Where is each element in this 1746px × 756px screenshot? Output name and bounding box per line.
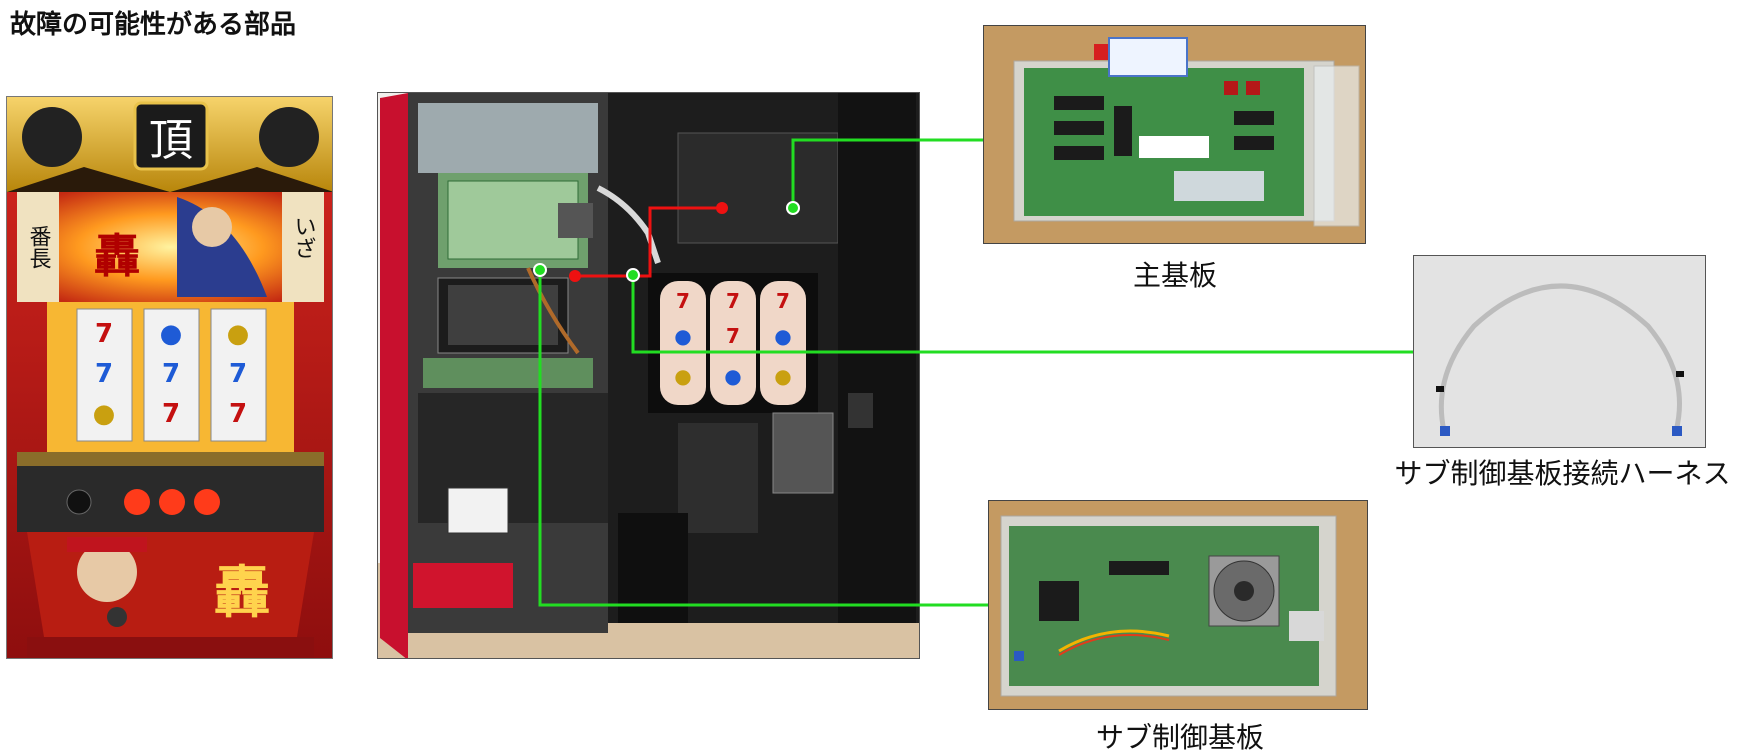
svg-text:いざ: いざ [291, 215, 316, 259]
main-board-graphic [984, 26, 1365, 243]
svg-text:●: ● [674, 364, 691, 388]
svg-text:轟: 轟 [94, 229, 140, 283]
harness-label: サブ制御基板接続ハーネス [1394, 457, 1731, 490]
svg-text:番長: 番長 [26, 225, 52, 269]
slot-machine-front-photo: 頂 番長 いざ 轟 7 7 ● ● 7 7 ● 7 7 轟 [6, 96, 333, 659]
harness-graphic [1414, 256, 1705, 447]
sub-board-label: サブ制御基板 [1095, 721, 1264, 754]
svg-text:●: ● [774, 324, 791, 348]
svg-text:●: ● [93, 399, 116, 429]
harness-photo [1413, 255, 1706, 448]
svg-text:●: ● [724, 364, 741, 388]
svg-text:7: 7 [676, 289, 690, 313]
open-cabinet-photo: 7 ● ● 7 7 ● 7 ● ● [377, 92, 920, 659]
main-board-photo [983, 25, 1366, 244]
svg-text:7: 7 [726, 324, 740, 348]
main-board-label: 主基板 [1132, 259, 1217, 292]
svg-text:7: 7 [95, 359, 113, 389]
svg-text:7: 7 [162, 359, 180, 389]
svg-text:轟: 轟 [214, 560, 270, 626]
svg-text:頂: 頂 [149, 115, 193, 166]
svg-text:7: 7 [229, 359, 247, 389]
open-cabinet-graphic: 7 ● ● 7 7 ● 7 ● ● [378, 93, 919, 658]
slot-machine-front-graphic: 頂 番長 いざ 轟 7 7 ● ● 7 7 ● 7 7 轟 [7, 97, 332, 658]
svg-text:7: 7 [162, 399, 180, 429]
svg-text:7: 7 [229, 399, 247, 429]
sub-board-graphic [989, 501, 1367, 709]
svg-text:●: ● [674, 324, 691, 348]
svg-text:7: 7 [95, 319, 113, 349]
svg-text:●: ● [160, 319, 183, 349]
svg-text:●: ● [227, 319, 250, 349]
page-title: 故障の可能性がある部品 [10, 10, 297, 40]
sub-board-photo [988, 500, 1368, 710]
svg-text:7: 7 [726, 289, 740, 313]
svg-text:●: ● [774, 364, 791, 388]
svg-text:7: 7 [776, 289, 790, 313]
